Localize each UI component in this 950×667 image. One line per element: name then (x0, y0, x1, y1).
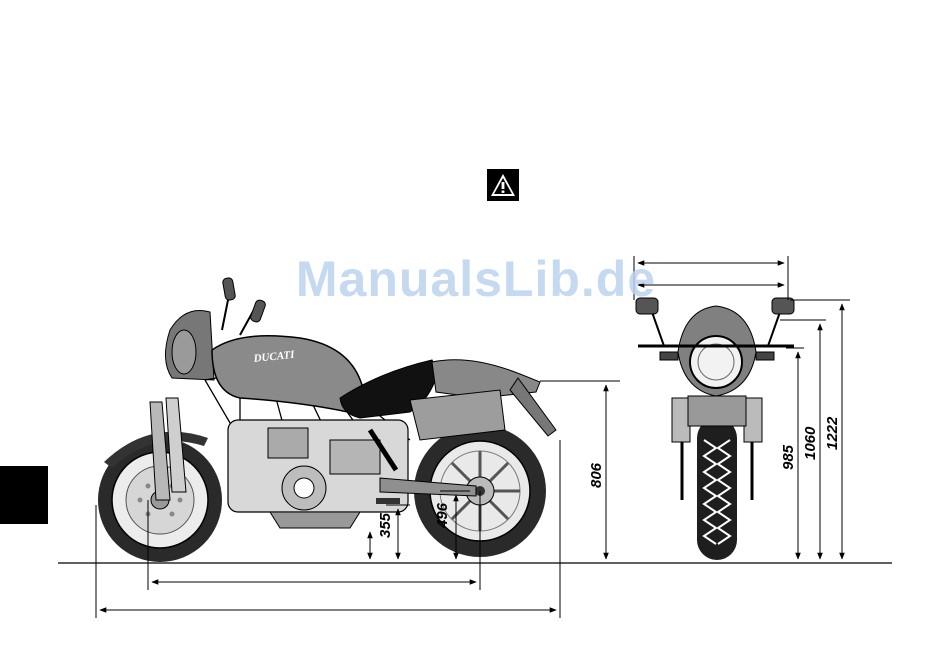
mirror-height-label: 985 (780, 444, 797, 470)
axle-height-label: 496 (434, 502, 451, 529)
watermark: ManualsLib.de (290, 250, 662, 308)
width-height-label: 1060 (802, 426, 819, 460)
motorcycle-side-view: DUCATI (98, 277, 556, 562)
engine (228, 420, 408, 528)
front-tyre (697, 418, 737, 560)
motorcycle-front-view (636, 298, 794, 560)
overall-height-label: 1222 (824, 416, 841, 450)
fuel-tank (212, 336, 362, 412)
footpeg-height-label: 355 (377, 512, 394, 538)
seat-height-label: 806 (588, 462, 605, 488)
